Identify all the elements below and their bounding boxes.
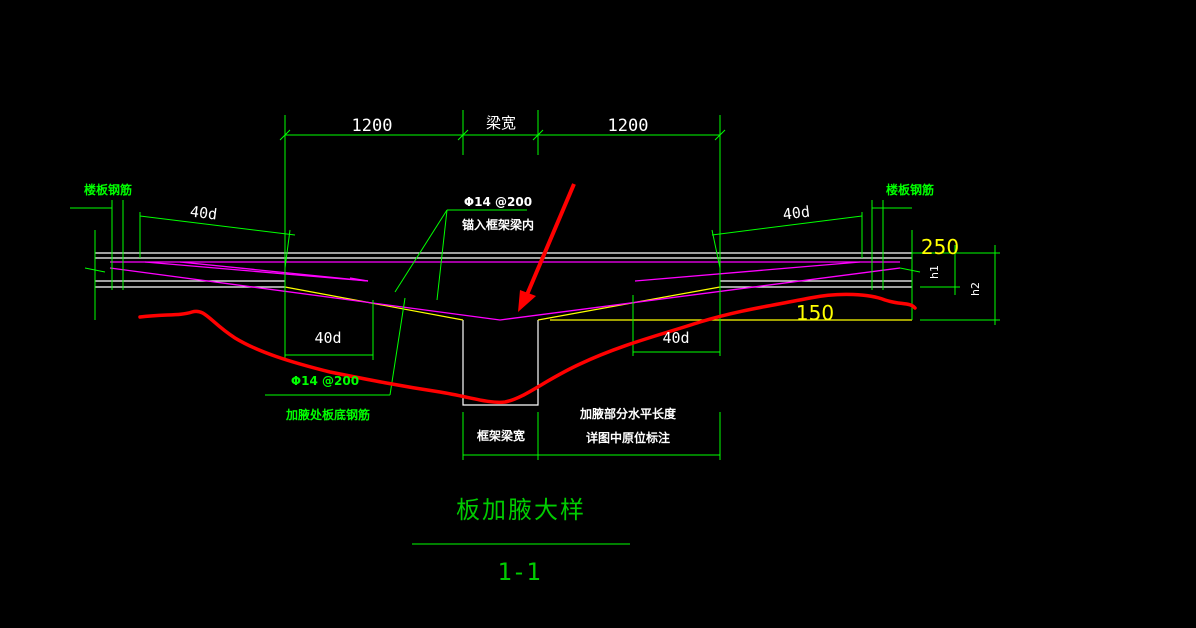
- markup-curve: [138, 292, 917, 405]
- dim-right-span: 1200: [608, 116, 649, 136]
- markup-arrow: [518, 183, 576, 312]
- label-rebar-top-note: 锚入框架梁内: [462, 217, 534, 232]
- dim-h2: h2: [969, 282, 982, 296]
- label-frame-beam-width: 框架梁宽: [477, 428, 525, 443]
- label-rebar-top-spec: Φ14 @200: [464, 195, 532, 209]
- annotation-value-top: 250: [921, 235, 959, 259]
- label-rebar-bottom-spec: Φ14 @200: [291, 374, 359, 388]
- annotation-value-bottom: 150: [796, 301, 834, 325]
- detail-title: 板加腋大样: [456, 496, 586, 524]
- rebar-lines: [109, 261, 901, 321]
- section-mark: 1-1: [497, 558, 540, 586]
- dim-h1: h1: [928, 265, 941, 279]
- dim-anchor-left-top: 40d: [189, 202, 218, 223]
- label-haunch-length-1: 加腋部分水平长度: [579, 406, 677, 421]
- label-slab-rebar-right: 楼板钢筋: [886, 182, 934, 197]
- dim-anchor-right-top: 40d: [782, 202, 811, 223]
- slab-outline: [95, 252, 912, 406]
- dim-anchor-left-bottom: 40d: [314, 329, 341, 347]
- dim-left-span: 1200: [352, 116, 393, 136]
- dimension-lines: [70, 110, 1000, 545]
- label-haunch-length-2: 详图中原位标注: [586, 430, 670, 445]
- label-rebar-bottom-note: 加腋处板底钢筋: [285, 407, 370, 422]
- dim-beam-width: 梁宽: [486, 114, 516, 132]
- label-slab-rebar-left: 楼板钢筋: [84, 182, 132, 197]
- dim-anchor-right-bottom: 40d: [662, 329, 689, 347]
